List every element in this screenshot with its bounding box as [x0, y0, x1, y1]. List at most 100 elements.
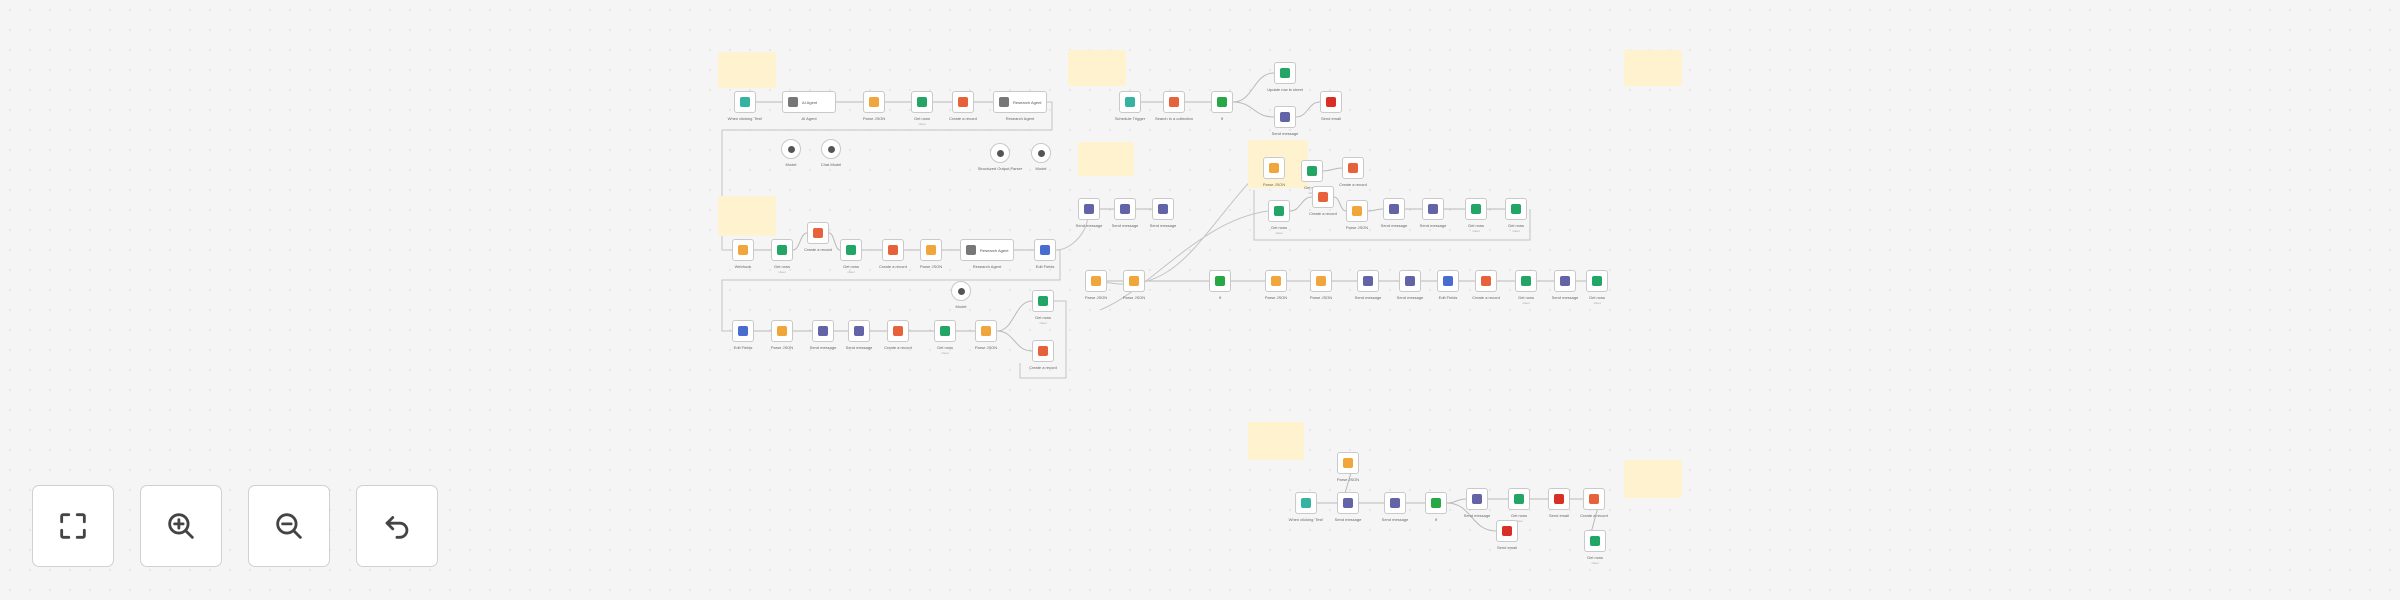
workflow-node[interactable] [781, 139, 801, 159]
branch-icon [1217, 97, 1227, 107]
workflow-node[interactable] [1505, 198, 1527, 220]
workflow-node[interactable] [1508, 488, 1530, 510]
workflow-node[interactable] [1584, 530, 1606, 552]
zoom-in-icon [168, 513, 194, 539]
node-label: Model [955, 304, 967, 309]
workflow-node[interactable] [1295, 492, 1317, 514]
workflow-node[interactable] [1554, 270, 1576, 292]
cloud-icon [1348, 163, 1358, 173]
workflow-node[interactable] [1274, 106, 1296, 128]
workflow-node[interactable] [1548, 488, 1570, 510]
workflow-node[interactable] [732, 320, 754, 342]
sticky-note[interactable] [1624, 460, 1682, 498]
workflow-node[interactable]: AI Agent [782, 91, 836, 113]
workflow-node[interactable] [1466, 488, 1488, 510]
workflow-node[interactable] [821, 139, 841, 159]
code-icon [1316, 276, 1326, 286]
workflow-node[interactable] [771, 239, 793, 261]
sticky-note[interactable] [718, 52, 776, 88]
workflow-node[interactable] [1301, 160, 1323, 182]
workflow-node[interactable] [848, 320, 870, 342]
workflow-node[interactable] [863, 91, 885, 113]
workflow-node[interactable] [934, 320, 956, 342]
workflow-node[interactable] [1425, 492, 1447, 514]
workflow-node[interactable]: Research Agent [960, 239, 1014, 261]
workflow-node[interactable] [1211, 91, 1233, 113]
workflow-node[interactable] [1114, 198, 1136, 220]
workflow-node[interactable] [1399, 270, 1421, 292]
workflow-node[interactable] [840, 239, 862, 261]
workflow-node[interactable] [1496, 520, 1518, 542]
workflow-node[interactable] [887, 320, 909, 342]
workflow-node[interactable] [1274, 62, 1296, 84]
workflow-node[interactable] [1032, 340, 1054, 362]
workflow-node[interactable] [1310, 270, 1332, 292]
workflow-node[interactable] [990, 143, 1010, 163]
sticky-note[interactable] [1068, 50, 1126, 86]
workflow-node[interactable] [1320, 91, 1342, 113]
workflow-node[interactable] [1268, 200, 1290, 222]
workflow-node[interactable] [920, 239, 942, 261]
zoom-in-button[interactable] [140, 485, 222, 567]
workflow-node[interactable] [1119, 91, 1141, 113]
workflow-node[interactable] [1163, 91, 1185, 113]
workflow-node[interactable] [1123, 270, 1145, 292]
workflow-node[interactable] [1342, 157, 1364, 179]
workflow-node[interactable] [1437, 270, 1459, 292]
workflow-node[interactable] [1383, 198, 1405, 220]
node-label: AI Agent [801, 116, 817, 121]
connection-line [1322, 167, 1343, 172]
workflow-node[interactable] [1583, 488, 1605, 510]
workflow-node[interactable] [1032, 290, 1054, 312]
workflow-node[interactable] [732, 239, 754, 261]
workflow-node[interactable] [1515, 270, 1537, 292]
workflow-node[interactable] [807, 222, 829, 244]
zoom-out-button[interactable] [248, 485, 330, 567]
sticky-note[interactable] [1078, 142, 1134, 176]
workflow-node[interactable] [1209, 270, 1231, 292]
sticky-note[interactable] [1248, 422, 1304, 460]
cloud-icon [1038, 346, 1048, 356]
workflow-node[interactable] [1422, 198, 1444, 220]
node-label: Send email [1548, 513, 1570, 518]
workflow-node[interactable] [1346, 200, 1368, 222]
workflow-node[interactable] [1475, 270, 1497, 292]
node-label: Send email [1496, 545, 1518, 550]
node-label: Get rows [773, 264, 791, 269]
workflow-node[interactable] [1337, 452, 1359, 474]
code-icon [981, 326, 991, 336]
workflow-node[interactable] [1034, 239, 1056, 261]
workflow-node[interactable] [911, 91, 933, 113]
workflow-node[interactable] [734, 91, 756, 113]
workflow-node[interactable] [882, 239, 904, 261]
node-sublabel: sheet [778, 270, 786, 274]
node-sublabel: sheet [1515, 519, 1523, 523]
workflow-node[interactable] [1337, 492, 1359, 514]
fit-view-button[interactable] [32, 485, 114, 567]
workflow-node[interactable] [1152, 198, 1174, 220]
workflow-node[interactable] [1586, 270, 1608, 292]
workflow-node[interactable] [951, 281, 971, 301]
workflow-node[interactable] [1465, 198, 1487, 220]
workflow-node[interactable] [1031, 143, 1051, 163]
node-label: Get rows [842, 264, 860, 269]
workflow-node[interactable] [812, 320, 834, 342]
workflow-node[interactable] [771, 320, 793, 342]
sparkle-icon [957, 287, 965, 295]
workflow-node[interactable] [1078, 198, 1100, 220]
sticky-note[interactable] [718, 196, 776, 236]
workflow-node[interactable] [1384, 492, 1406, 514]
node-label: Model [785, 162, 797, 167]
branch-icon [1431, 498, 1441, 508]
sticky-note[interactable] [1624, 50, 1682, 86]
workflow-node[interactable] [1265, 270, 1287, 292]
workflow-node[interactable] [952, 91, 974, 113]
workflow-node[interactable] [1357, 270, 1379, 292]
undo-button[interactable] [356, 485, 438, 567]
workflow-node[interactable] [1312, 186, 1334, 208]
workflow-node[interactable] [975, 320, 997, 342]
workflow-node[interactable] [1085, 270, 1107, 292]
workflow-node[interactable] [1263, 157, 1285, 179]
workflow-node[interactable]: Research Agent [993, 91, 1047, 113]
